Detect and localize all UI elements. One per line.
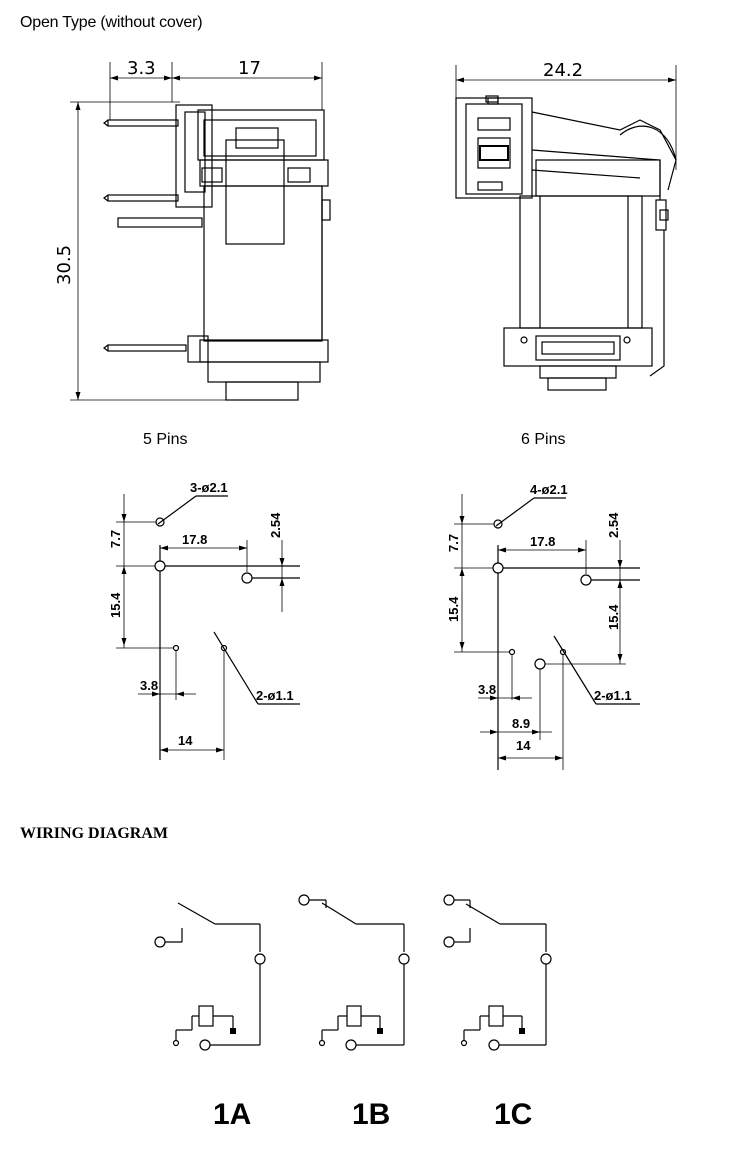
dim-24-2: 24.2 <box>543 60 583 81</box>
pins6-dim-17-8: 17.8 <box>530 534 555 549</box>
pins5-dim-3-8: 3.8 <box>140 678 158 693</box>
pins5-dim-2-54: 2.54 <box>268 512 283 538</box>
pins6-dim-15-4-left: 15.4 <box>446 596 461 622</box>
front-view-drawing: 24.2 <box>455 60 677 391</box>
pins5-pcb-layout: 7.7 15.4 17.8 2.54 3-ø2.1 <box>108 480 300 760</box>
pins5-holes-small: 2-ø1.1 <box>256 688 294 703</box>
pins5-dim-7-7: 7.7 <box>108 530 123 548</box>
wiring-1b-label: 1B <box>352 1098 390 1131</box>
dim-17: 17 <box>238 58 261 79</box>
pins6-dim-2-54: 2.54 <box>606 512 621 538</box>
pins6-dim-8-9: 8.9 <box>512 716 530 731</box>
pins5-dim-17-8: 17.8 <box>182 532 207 547</box>
pins5-caption: 5 Pins <box>143 431 188 448</box>
pins6-dim-7-7: 7.7 <box>446 534 461 552</box>
wiring-diagram-heading: WIRING DIAGRAM <box>20 825 168 842</box>
pins6-dim-15-4-right: 15.4 <box>606 604 621 630</box>
wiring-1c-schematic <box>443 894 552 1051</box>
dim-30-5: 30.5 <box>54 245 75 285</box>
pins5-dim-15-4: 15.4 <box>108 592 123 618</box>
dim-3-3: 3.3 <box>127 58 156 79</box>
pins6-dim-3-8: 3.8 <box>478 682 496 697</box>
pins6-pcb-layout: 7.7 15.4 17.8 2.54 15.4 4-ø2.1 <box>446 482 640 770</box>
side-view-drawing: 3.3 17 30.5 <box>54 58 331 401</box>
pins6-dim-14: 14 <box>516 738 531 753</box>
open-type-heading: Open Type (without cover) <box>20 14 203 31</box>
wiring-1b-schematic <box>298 894 410 1051</box>
pins6-holes-large: 4-ø2.1 <box>530 482 568 497</box>
wiring-1c-label: 1C <box>494 1098 532 1131</box>
pins5-holes-large: 3-ø2.1 <box>190 480 228 495</box>
wiring-1a-schematic <box>154 902 266 1051</box>
pins6-caption: 6 Pins <box>521 431 566 448</box>
pins5-dim-14: 14 <box>178 733 193 748</box>
pins6-holes-small: 2-ø1.1 <box>594 688 632 703</box>
wiring-1a-label: 1A <box>213 1098 251 1131</box>
